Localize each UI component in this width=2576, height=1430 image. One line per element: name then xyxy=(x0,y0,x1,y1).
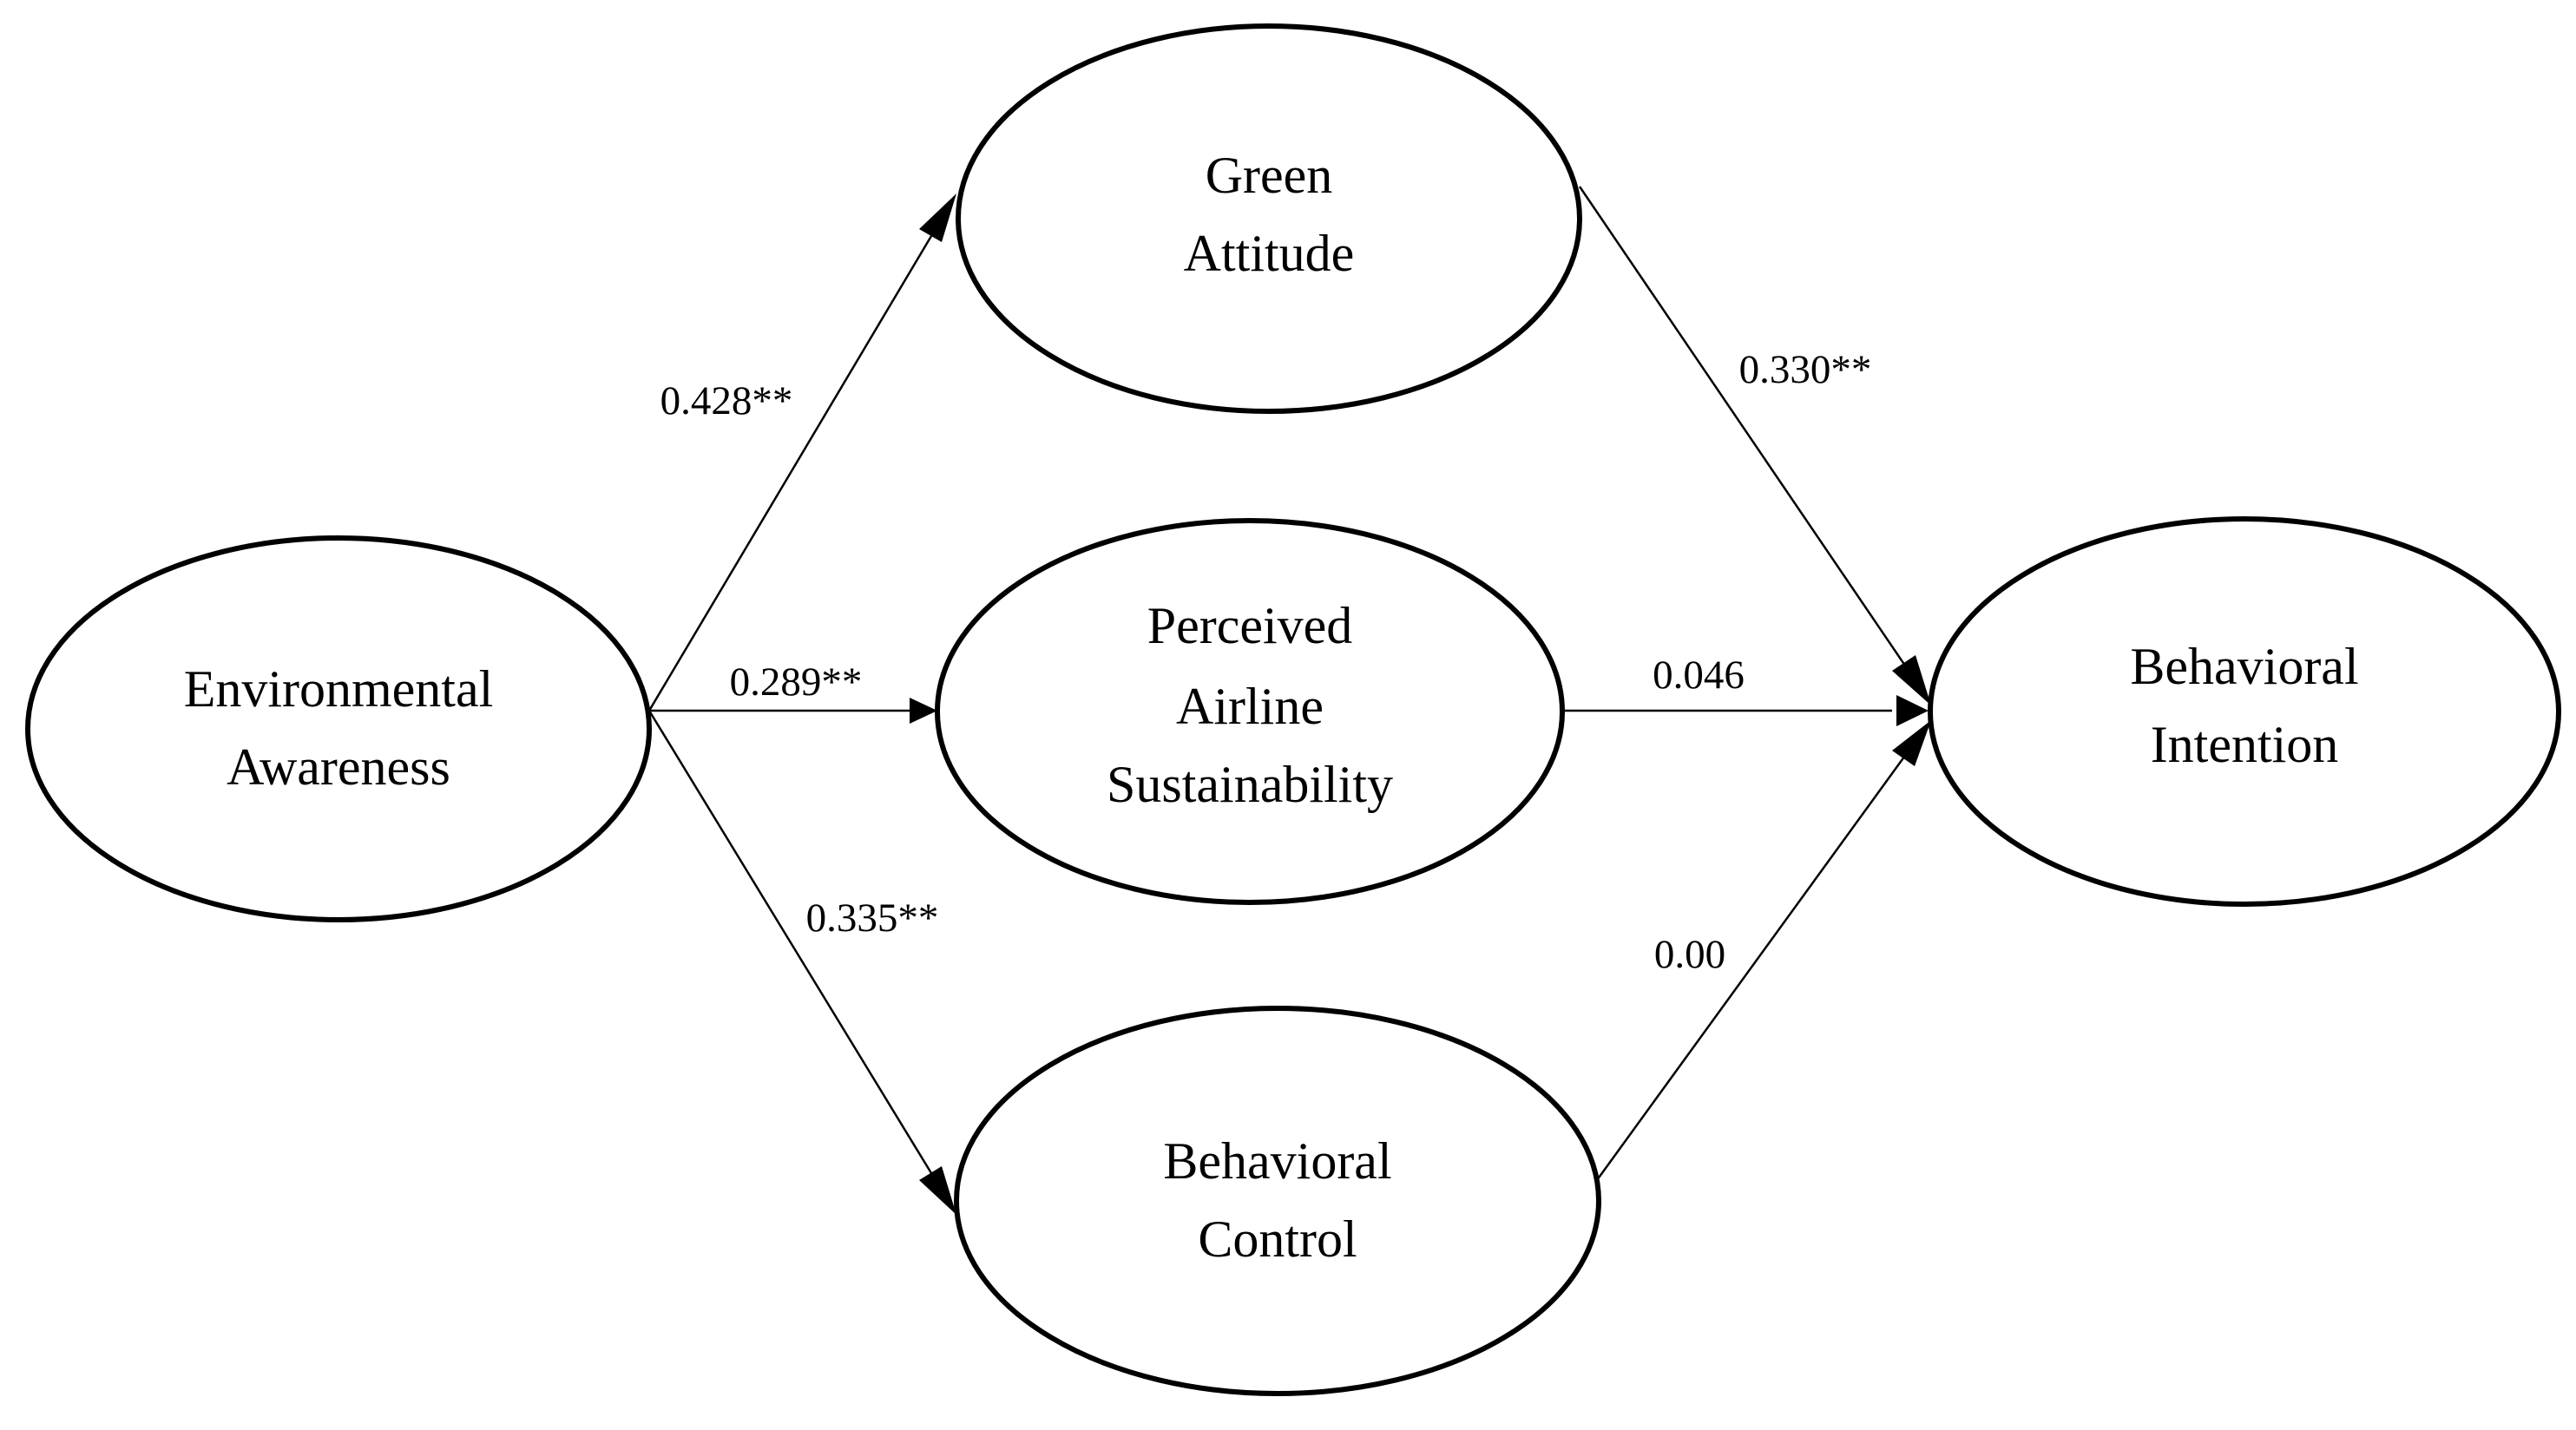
node-label-line: Control xyxy=(1198,1210,1357,1268)
node-label-line: Airline xyxy=(1176,678,1324,735)
arrowhead-ea-to-bc xyxy=(919,1166,956,1215)
node-behavioral-control: Behavioral Control xyxy=(954,1006,1601,1396)
arrowhead-ea-to-pas xyxy=(910,698,937,724)
node-perceived-airline-sustainability: Perceived Airline Sustainability xyxy=(935,518,1565,905)
node-ellipse xyxy=(935,518,1565,905)
arrowheads xyxy=(910,194,1931,1215)
coefficient-pas-to-bi: 0.046 xyxy=(1653,653,1745,698)
path-lines xyxy=(647,186,1909,1181)
node-behavioral-intention: Behavioral Intention xyxy=(1928,516,2561,907)
node-label-line: Behavioral xyxy=(1163,1132,1391,1190)
node-ellipse xyxy=(954,1006,1601,1396)
node-label-line: Intention xyxy=(2151,716,2339,773)
node-ellipse xyxy=(1928,516,2561,907)
path-ea-to-bc xyxy=(647,710,933,1174)
node-label-line: Green xyxy=(1206,147,1333,204)
path-coefficients: 0.428** 0.289** 0.335** 0.330** 0.046 0.… xyxy=(660,347,1872,977)
coefficient-bc-to-bi: 0.00 xyxy=(1654,932,1725,977)
node-environmental-awareness: Environmental Awareness xyxy=(25,535,652,922)
node-ellipse xyxy=(25,535,652,922)
coefficient-ga-to-bi: 0.330** xyxy=(1739,347,1872,392)
node-label-line: Awareness xyxy=(227,738,450,796)
node-green-attitude: Green Attitude xyxy=(956,23,1582,414)
path-ga-to-bi xyxy=(1578,186,1909,669)
arrowhead-bc-to-bi xyxy=(1892,720,1931,766)
coefficient-ea-to-ga: 0.428** xyxy=(660,378,793,423)
node-label-line: Sustainability xyxy=(1107,756,1393,813)
node-label-line: Environmental xyxy=(184,660,494,718)
arrowhead-ea-to-ga xyxy=(919,194,956,242)
node-ellipse xyxy=(956,23,1582,414)
path-bc-to-bi xyxy=(1595,752,1909,1181)
node-label-line: Attitude xyxy=(1184,225,1355,282)
arrowhead-ga-to-bi xyxy=(1892,655,1931,705)
coefficient-ea-to-bc: 0.335** xyxy=(806,895,939,941)
path-ea-to-ga xyxy=(647,235,933,712)
arrowhead-pas-to-bi xyxy=(1896,695,1929,726)
node-label-line: Perceived xyxy=(1147,597,1353,654)
coefficient-ea-to-pas: 0.289** xyxy=(730,659,863,705)
node-label-line: Behavioral xyxy=(2130,638,2358,695)
